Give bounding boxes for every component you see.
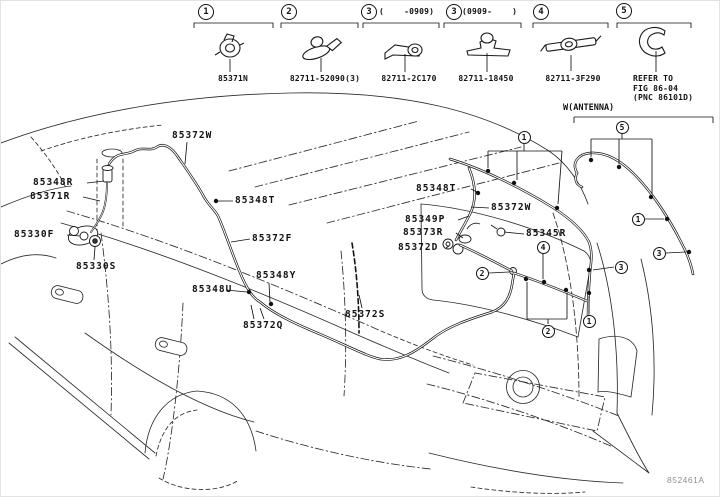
callout-4-hose[interactable]: 4 [536,240,550,254]
callout-number: 3 [656,248,662,258]
callout-number: 1 [521,132,527,142]
callout-number: 2 [479,268,485,278]
callout-1-roof[interactable]: 1 [517,130,531,144]
clip-icon-52090 [302,36,343,61]
part-label[interactable]: 85330F [14,229,55,240]
part-number-label[interactable]: 82711-18450 [458,74,514,83]
callout-5-antenna[interactable]: 5 [615,120,629,134]
callout-2-hose[interactable]: 2 [475,266,489,280]
clip-icon-85371n [214,33,245,58]
part-label[interactable]: 85372W [172,130,213,141]
callout-3-antenna[interactable]: 3 [652,246,666,260]
part-label[interactable]: 85373R [403,227,444,238]
callout-3a-top[interactable]: 3 [361,4,377,20]
date-range-note: (0909- ) [462,7,518,16]
part-label[interactable]: 85349P [405,214,446,225]
fastener-icons [214,26,666,61]
clip-icon-2c170 [384,43,423,60]
part-label[interactable]: 85372D [398,242,439,253]
part-label[interactable]: 85371R [30,191,71,202]
part-label[interactable]: 85372Q [243,320,284,331]
part-label[interactable]: 85348U [192,284,233,295]
part-label[interactable]: 85372W [491,202,532,213]
callout-2-top[interactable]: 2 [281,4,297,20]
callout-number: 3 [451,7,457,17]
callout-number: 4 [538,7,544,17]
part-number-label[interactable]: 82711-3F290 [545,74,601,83]
callout-number: 1 [635,214,641,224]
callout-1-top[interactable]: 1 [198,4,214,20]
part-label[interactable]: 85372F [252,233,293,244]
part-label[interactable]: 85348T [235,195,276,206]
callout-number: 5 [621,6,627,16]
callout-1-lower[interactable]: 1 [582,314,596,328]
rear-nozzle-parts [442,222,517,275]
callout-number: 4 [540,242,546,252]
date-range-note: ( -0909) [379,7,435,16]
callout-2-lower[interactable]: 2 [541,324,555,338]
washer-hoses [90,143,695,361]
callout-number: 1 [203,7,209,17]
callout-3b-top[interactable]: 3 [446,4,462,20]
part-label[interactable]: 85348R [33,177,74,188]
part-label[interactable]: 85348Y [256,270,297,281]
antenna-note: W(ANTENNA) [563,103,615,113]
callout-number: 2 [545,326,551,336]
refer-note-line: FIG 86-04 [633,83,679,93]
callout-1-antenna[interactable]: 1 [631,212,645,226]
callout-4-top[interactable]: 4 [533,4,549,20]
part-number-label[interactable]: 82711-2C170 [381,74,437,83]
hose-clamps [213,157,692,307]
clip-icon-18450 [466,32,511,57]
refer-to-note[interactable]: REFER TO FIG 86-04 (PNC 86101D) [633,74,693,103]
part-number-label[interactable]: 82711-52090(3) [289,74,361,83]
callout-5-top[interactable]: 5 [616,3,632,19]
part-label[interactable]: 85345R [526,228,567,239]
vehicle-body [1,92,655,494]
callout-number: 2 [286,7,292,17]
refer-note-line: (PNC 86101D) [633,93,694,102]
callout-3-pillar[interactable]: 3 [614,260,628,274]
diagram-ref-code: 852461A [667,475,705,485]
callout-number: 5 [619,122,625,132]
leader-lines [66,22,714,324]
callout-number: 3 [618,262,624,272]
callout-number: 3 [366,7,372,17]
clip-icon-3f290 [540,35,602,52]
callout-number: 1 [586,316,592,326]
refer-note-line: REFER TO [633,74,674,83]
clamp-icon-refer [638,26,666,57]
part-label[interactable]: 85372S [345,309,386,320]
part-number-label[interactable]: 85371N [217,74,249,83]
part-label[interactable]: 85348T [416,183,457,194]
part-label[interactable]: 85330S [76,261,117,272]
